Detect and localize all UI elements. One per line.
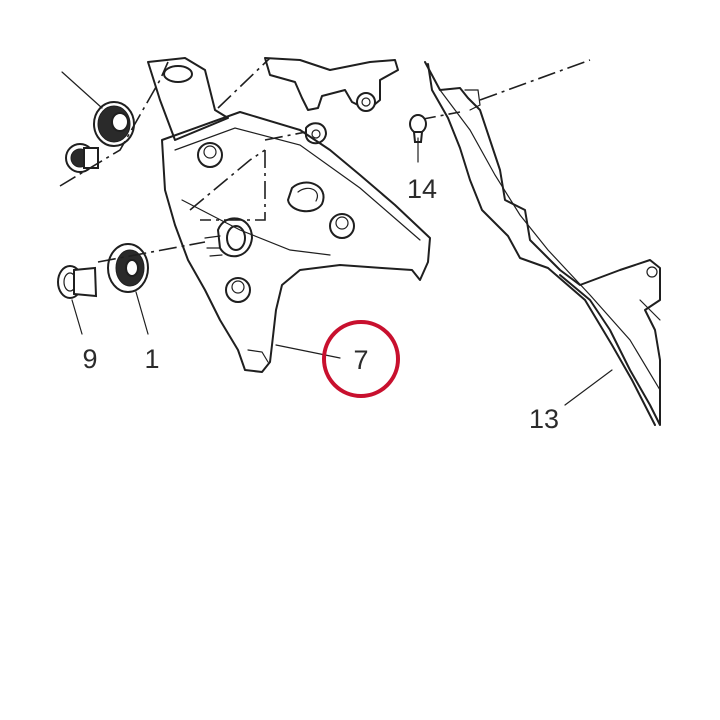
mounting-clip[interactable] <box>264 57 399 145</box>
label-13: 13 <box>529 404 559 434</box>
label-1: 1 <box>144 344 159 374</box>
side-panel-part-13[interactable] <box>424 61 661 426</box>
highlight-circle <box>322 320 400 398</box>
screw-part-14[interactable] <box>409 114 427 163</box>
bracket-part-7[interactable] <box>147 57 431 373</box>
pin-upper[interactable] <box>65 143 99 173</box>
alignment-lines <box>59 57 591 263</box>
pin-part-9[interactable] <box>57 265 98 335</box>
gear-washer-upper[interactable] <box>61 71 135 147</box>
label-9: 9 <box>82 344 97 374</box>
label-7: 7 <box>353 345 368 375</box>
leader-part-7 <box>275 344 341 359</box>
label-14: 14 <box>407 174 437 204</box>
gear-washer-part-1[interactable] <box>107 243 149 335</box>
